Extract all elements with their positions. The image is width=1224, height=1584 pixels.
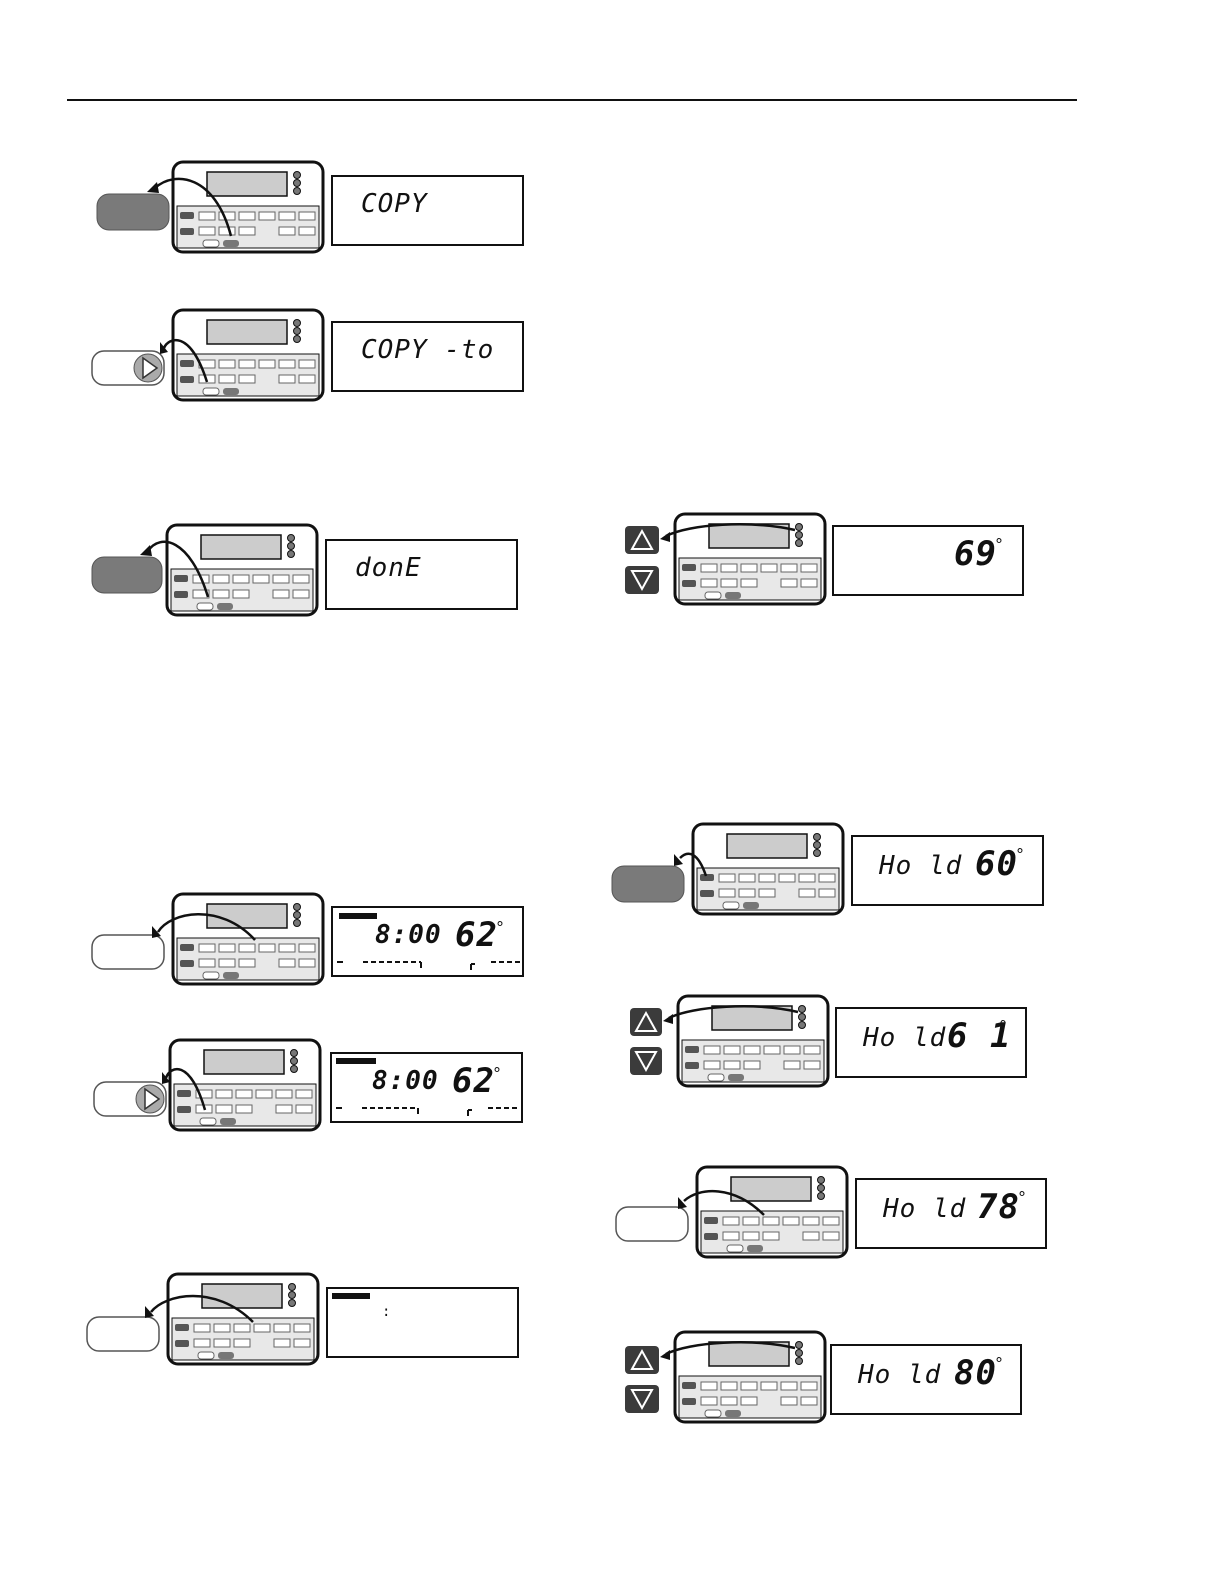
- thermostat-illustration: [625, 994, 840, 1089]
- hold-button[interactable]: [616, 1207, 688, 1241]
- schedule-timeline: [332, 1102, 522, 1122]
- hold-label: Ho ld: [858, 1362, 941, 1388]
- thermostat-illustration: [614, 1165, 854, 1260]
- hold-label: Ho ld: [879, 853, 962, 879]
- thermostat-illustration: [85, 1272, 325, 1367]
- lcd-display: Ho ld 6 1 °: [835, 1007, 1027, 1078]
- step-clear: :: [85, 1272, 520, 1367]
- step-copy-to: COPY -to: [90, 308, 525, 403]
- degree-symbol: °: [999, 1019, 1007, 1035]
- lcd-display: 8:00 62 °: [331, 906, 524, 977]
- degree-symbol: °: [496, 920, 504, 936]
- clear-button[interactable]: [87, 1317, 159, 1351]
- display-text: COPY -to: [361, 337, 494, 363]
- degree-symbol: °: [1018, 1190, 1026, 1206]
- thermostat-illustration: [90, 523, 330, 618]
- step-copy: COPY: [95, 160, 525, 255]
- temp-text: 62: [455, 918, 498, 952]
- thermostat-illustration: [620, 512, 835, 607]
- lcd-display: Ho ld 60 °: [851, 835, 1044, 906]
- degree-symbol: °: [995, 1356, 1003, 1372]
- time-colon: :: [382, 1305, 390, 1319]
- lcd-display: 69 °: [832, 525, 1024, 596]
- day-indicator-bar: [336, 1058, 376, 1064]
- thermostat-illustration: [610, 822, 850, 917]
- step-hold: Ho ld 60 °: [610, 822, 1045, 917]
- thermostat-illustration: [90, 308, 330, 403]
- thermostat-illustration: [95, 160, 335, 255]
- display-text: donE: [355, 555, 422, 581]
- time-text: 8:00: [372, 1068, 439, 1094]
- temp-text: 60: [975, 847, 1018, 881]
- hold-label: Ho ld: [863, 1025, 946, 1051]
- lcd-display: 8:00 62 °: [330, 1052, 523, 1123]
- lcd-display: COPY: [331, 175, 524, 246]
- hold-label: Ho ld: [883, 1196, 966, 1222]
- step-done: donE: [90, 523, 520, 618]
- day-indicator-bar: [332, 1293, 370, 1299]
- step-hold-cool-adjust: Ho ld 80 °: [622, 1330, 1027, 1425]
- display-text: COPY: [361, 191, 428, 217]
- time-text: 8:00: [375, 922, 442, 948]
- hold-button[interactable]: [612, 866, 684, 902]
- thermostat-illustration: [90, 892, 330, 987]
- degree-symbol: °: [493, 1066, 501, 1082]
- copy-button[interactable]: [92, 557, 162, 593]
- lcd-display: :: [326, 1287, 519, 1358]
- step-hold-adjust: Ho ld 6 1 °: [625, 994, 1030, 1089]
- lcd-display: COPY -to: [331, 321, 524, 392]
- step-set-temp: 69 °: [620, 512, 1025, 607]
- temp-text: 62: [452, 1064, 495, 1098]
- header-rule: [67, 99, 1077, 101]
- lcd-display: Ho ld 78 °: [855, 1178, 1047, 1249]
- copy-button[interactable]: [97, 194, 169, 230]
- degree-symbol: °: [995, 537, 1003, 553]
- step-schedule-1: 8:00 62 °: [90, 892, 525, 987]
- thermostat-illustration: [90, 1038, 330, 1133]
- schedule-button[interactable]: [92, 935, 164, 969]
- temp-text: 78: [977, 1190, 1020, 1224]
- day-indicator-bar: [339, 913, 377, 919]
- temp-text: 80: [954, 1356, 997, 1390]
- schedule-timeline: [333, 956, 523, 976]
- lcd-display: Ho ld 80 °: [830, 1344, 1022, 1415]
- temp-text: 69: [954, 537, 997, 571]
- thermostat-illustration: [622, 1330, 837, 1425]
- lcd-display: donE: [325, 539, 518, 610]
- degree-symbol: °: [1016, 847, 1024, 863]
- step-schedule-2: 8:00 62 °: [90, 1038, 525, 1133]
- step-hold-cool: Ho ld 78 °: [614, 1165, 1049, 1260]
